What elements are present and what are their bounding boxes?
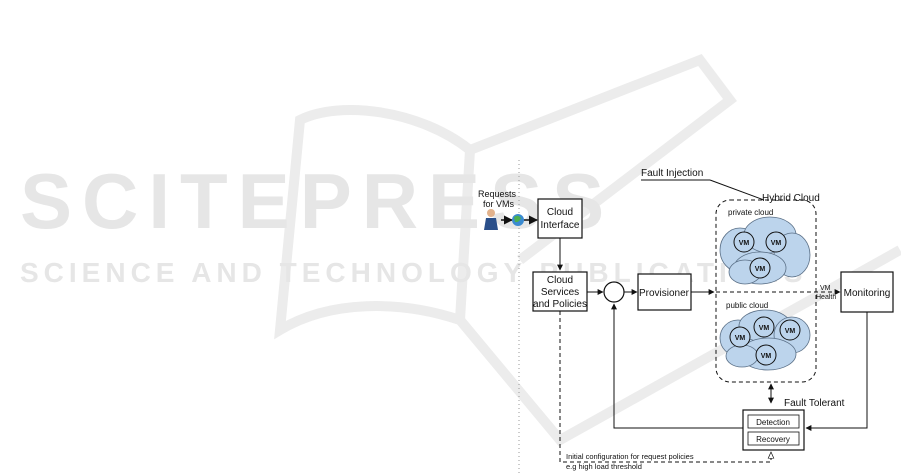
svg-text:and Policies: and Policies [533, 299, 587, 310]
provisioner-box: Provisioner [637, 273, 692, 311]
svg-text:Cloud: Cloud [547, 207, 573, 218]
watermark-title: SCITEPRESS [20, 157, 614, 245]
svg-text:VM: VM [735, 335, 746, 342]
svg-text:Cloud: Cloud [547, 275, 573, 286]
vm-health-label-2: Health [816, 294, 836, 301]
public-cloud-label: public cloud [726, 301, 768, 310]
private-cloud-label: private cloud [728, 208, 773, 217]
svg-text:VM: VM [771, 240, 782, 247]
svg-text:Provisioner: Provisioner [639, 288, 690, 299]
fault-tolerant-box: Detection Recovery [742, 409, 805, 451]
vm-health-label: VM [820, 285, 831, 292]
svg-text:VM: VM [785, 328, 796, 335]
watermark: SCITEPRESS SCIENCE AND TECHNOLOGY PUBLIC… [20, 53, 901, 447]
vm-node: VM [755, 344, 777, 366]
svg-text:VM: VM [739, 240, 750, 247]
svg-text:VM: VM [759, 325, 770, 332]
globe-icon [512, 214, 524, 226]
svg-text:VM: VM [761, 353, 772, 360]
fault-tolerant-label: Fault Tolerant [784, 398, 845, 409]
monitoring-box: Monitoring [840, 271, 894, 313]
hybrid-cloud-region [715, 199, 817, 383]
cloud-services-box: Cloud Services and Policies [532, 271, 588, 312]
svg-text:Recovery: Recovery [756, 435, 790, 444]
initial-config-label-2: e.g high load threshold [566, 462, 642, 471]
vm-node: VM [729, 326, 751, 348]
fault-injection-label: Fault Injection [641, 168, 703, 179]
vm-node: VM [779, 319, 801, 341]
vm-node: VM [749, 257, 771, 279]
user-icon [484, 209, 498, 230]
requests-label: Requests [478, 189, 517, 199]
svg-text:Detection: Detection [756, 418, 790, 427]
initial-config-label: Initial configuration for request polici… [566, 452, 694, 461]
summing-junction [603, 281, 625, 303]
requests-label-2: for VMs [483, 199, 515, 209]
svg-text:VM: VM [755, 266, 766, 273]
vm-node: VM [753, 316, 775, 338]
vm-node: VM [733, 231, 755, 253]
hybrid-cloud-label: Hybrid Cloud [762, 193, 820, 204]
cloud-interface-box: Cloud Interface [537, 198, 583, 239]
svg-text:Services: Services [541, 287, 579, 298]
vm-node: VM [765, 231, 787, 253]
svg-text:Interface: Interface [541, 220, 580, 231]
svg-text:Monitoring: Monitoring [844, 288, 891, 299]
